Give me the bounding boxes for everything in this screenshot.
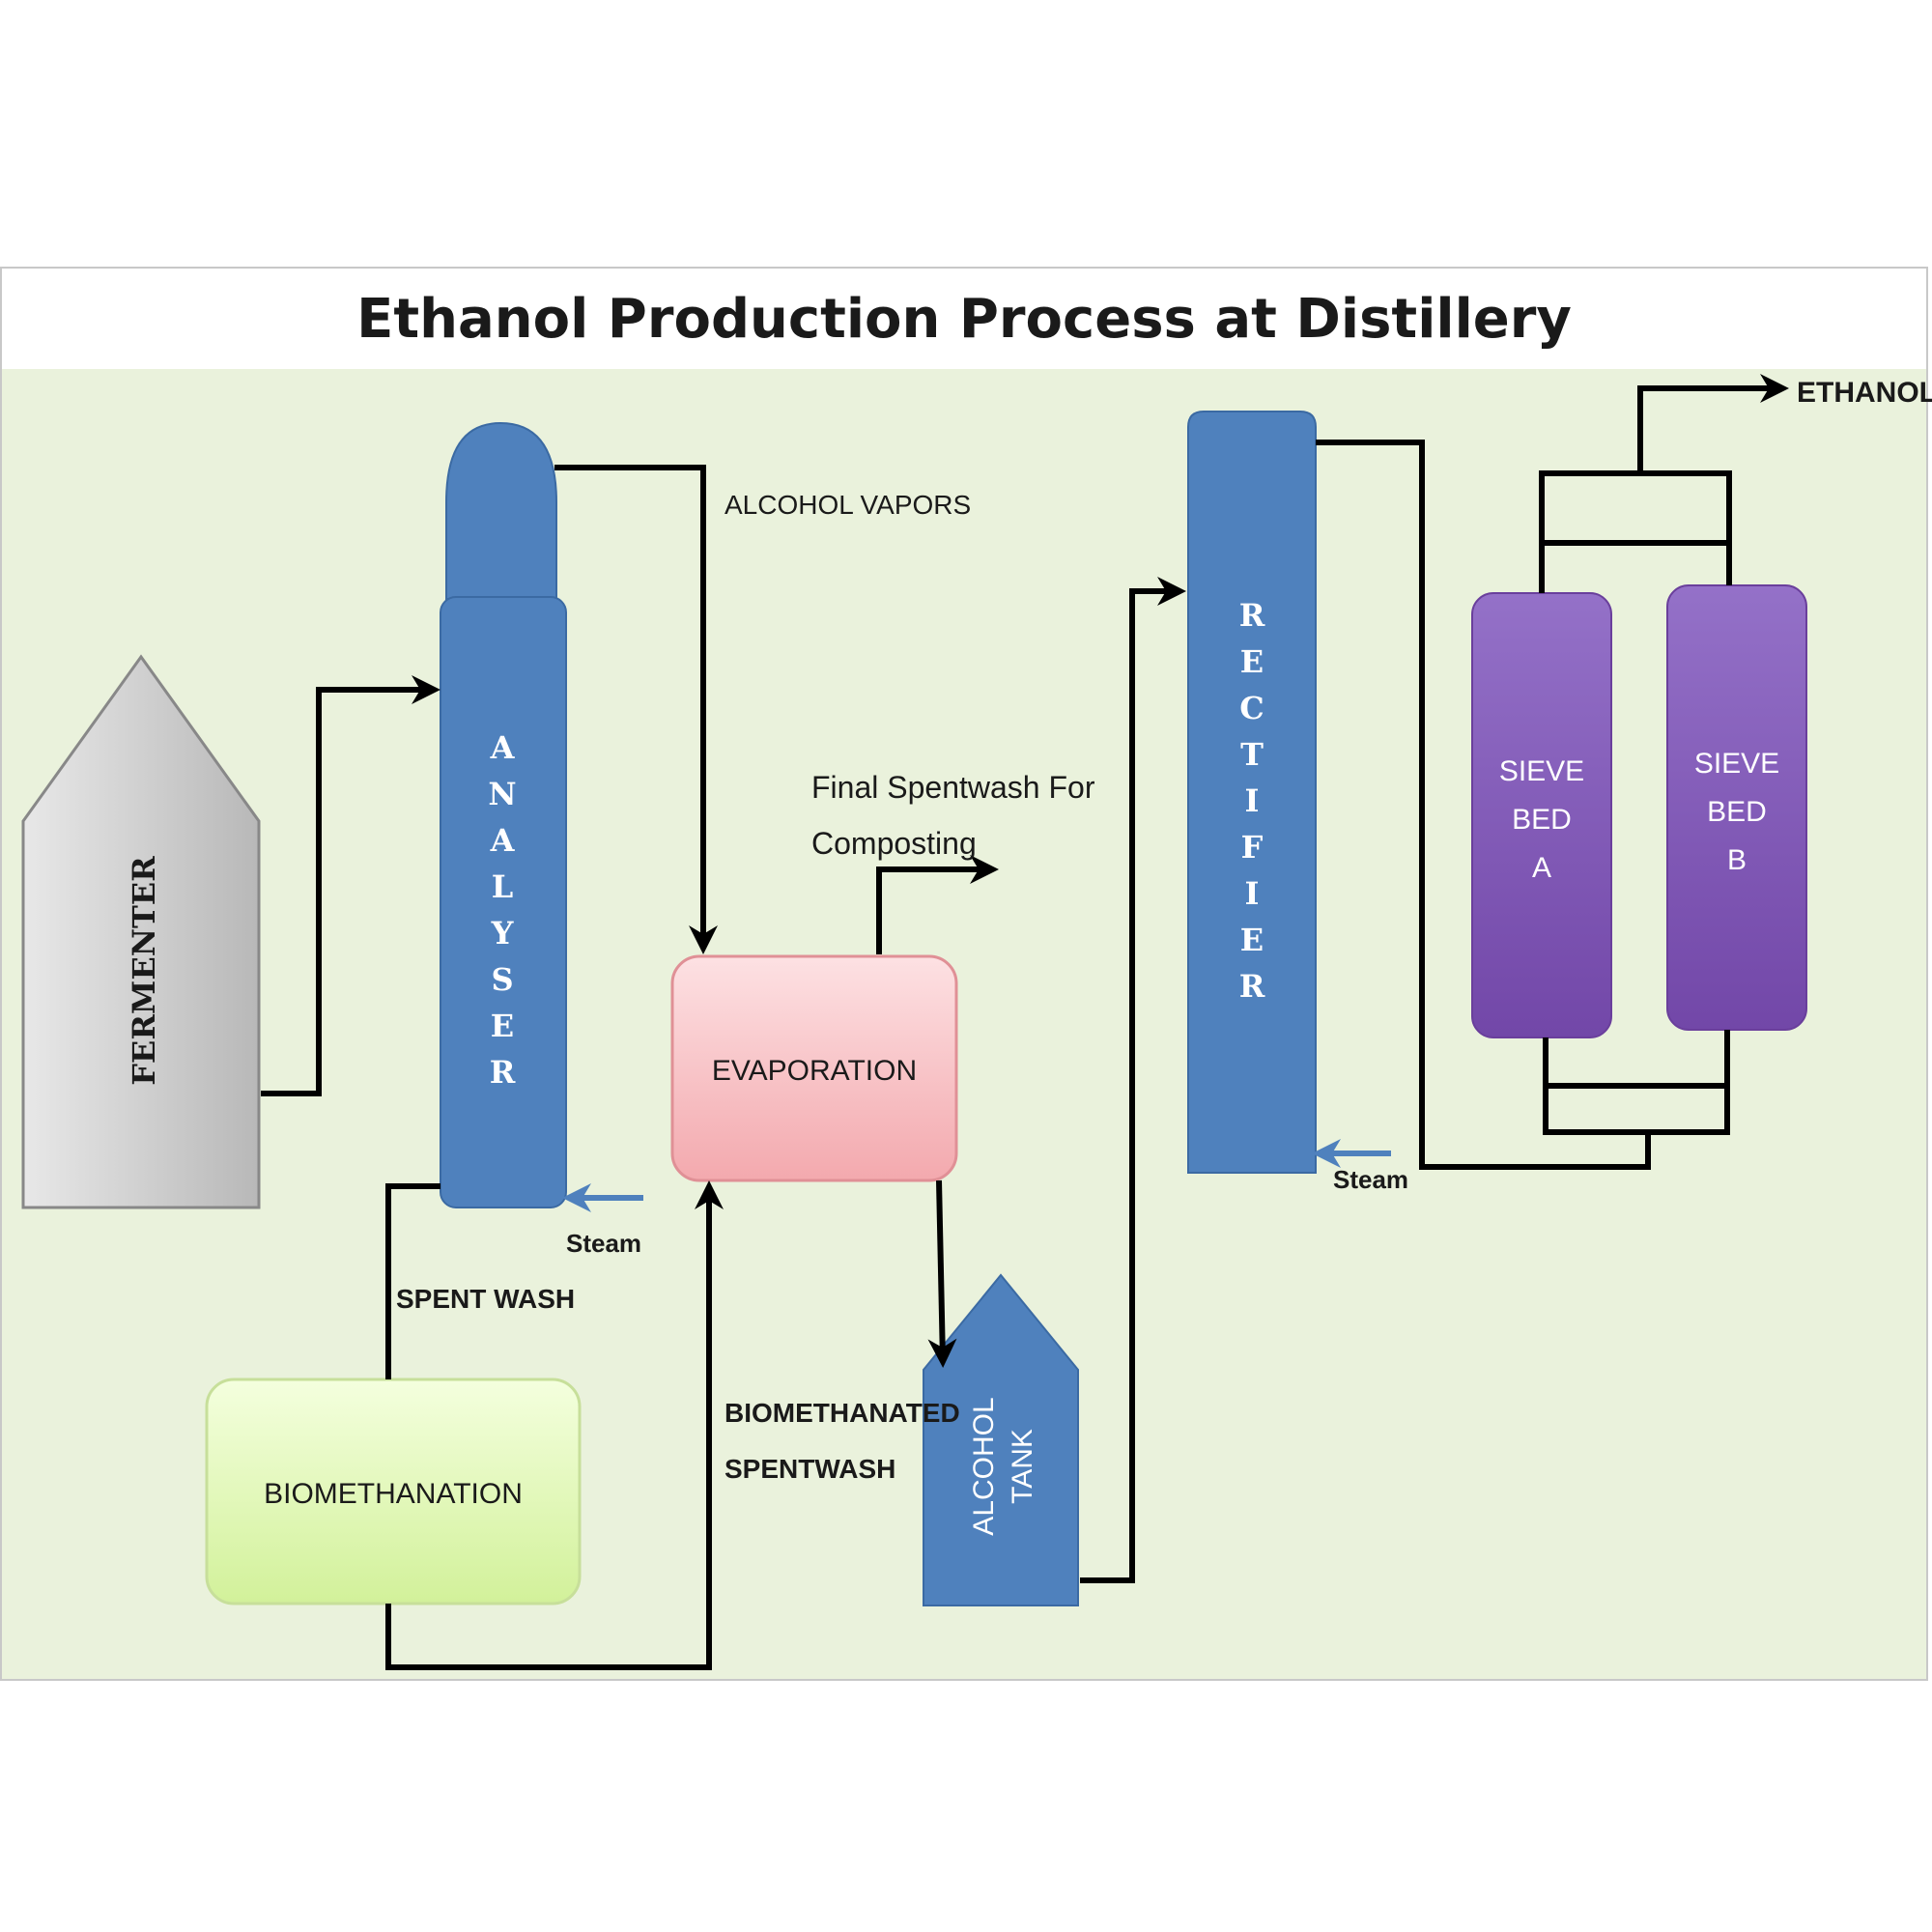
evaporation-unit: EVAPORATION (670, 954, 958, 1182)
sieve-bed-b-label: BED (1707, 796, 1767, 828)
rectifier-column: R E C T I F I E R (1187, 411, 1317, 1174)
sieve-bed-a-label: SIEVE (1499, 755, 1584, 787)
analyser-column: A N A L Y S E R (440, 421, 567, 1208)
alcohol-tank-unit: ALCOHOL TANK (923, 1273, 1079, 1606)
flow-final-spentwash (876, 855, 999, 954)
analyser-letter: L (492, 868, 514, 905)
flow-evaporation-to-tank (927, 1179, 957, 1368)
rectifier-letter: F (1241, 829, 1264, 866)
analyser-letter: N (488, 776, 516, 812)
sieve-bed-b: SIEVE BED B (1666, 584, 1807, 1031)
label-spent-wash: SPENT WASH (396, 1284, 575, 1314)
flow-biomethanated-spentwash (385, 1180, 724, 1670)
flow-rectifier-to-sieve-beds (1316, 440, 1651, 1170)
analyser-letter: A (490, 729, 516, 766)
fermenter-label: FERMENTER (126, 856, 162, 1086)
analyser-letter: A (490, 822, 516, 859)
label-alcohol-vapors: ALCOHOL VAPORS (724, 490, 971, 520)
flow-ethanol-output (1637, 374, 1789, 473)
label-biomethanated-2: SPENTWASH (724, 1454, 895, 1484)
label-final-spentwash-2: Composting (811, 826, 977, 861)
label-steam-rectifier: Steam (1333, 1165, 1408, 1194)
rectifier-letter: I (1245, 875, 1260, 912)
sieve-bed-a-label: BED (1512, 804, 1572, 836)
analyser-letter: E (491, 1008, 514, 1044)
biomethanation-unit: BIOMETHANATION (205, 1378, 582, 1605)
rectifier-letter: E (1240, 643, 1264, 680)
evaporation-label: EVAPORATION (712, 1055, 917, 1087)
analyser-letter: R (490, 1054, 516, 1091)
rectifier-letter: I (1245, 782, 1260, 819)
page-title: Ethanol Production Process at Distillery (356, 287, 1572, 351)
rectifier-letter: C (1239, 690, 1264, 726)
flow-tank-to-rectifier (1080, 577, 1186, 1583)
biomethanation-label: BIOMETHANATION (264, 1478, 523, 1510)
label-steam-analyser: Steam (566, 1229, 641, 1258)
alcohol-tank-label-line2: TANK (1007, 1429, 1038, 1504)
label-final-spentwash-1: Final Spentwash For (811, 770, 1095, 805)
analyser-letter: Y (491, 915, 515, 952)
flow-alcohol-vapors (554, 465, 718, 954)
sieve-bed-b-label: SIEVE (1694, 748, 1779, 780)
rectifier-letter: R (1239, 597, 1265, 634)
rectifier-letter: R (1239, 968, 1265, 1005)
title-bar: Ethanol Production Process at Distillery (2, 269, 1926, 371)
flow-spent-wash (385, 1183, 440, 1379)
alcohol-tank-label-line1: ALCOHOL (968, 1397, 1000, 1535)
sieve-top-manifold (1539, 470, 1732, 593)
flow-fermenter-to-analyser (261, 675, 440, 1096)
sieve-bed-b-label: B (1727, 844, 1747, 876)
sieve-bed-a: SIEVE BED A (1471, 592, 1612, 1038)
analyser-label: A N A L Y S E R (488, 729, 516, 1091)
fermenter-unit: FERMENTER (21, 654, 261, 1209)
label-ethanol: ETHANOL (1797, 377, 1932, 409)
rectifier-letter: T (1240, 736, 1264, 773)
rectifier-letter: E (1240, 922, 1264, 958)
sieve-bed-a-label: A (1532, 852, 1551, 884)
analyser-letter: S (491, 961, 513, 998)
rectifier-label: R E C T I F I E R (1239, 597, 1265, 1005)
label-biomethanated-1: BIOMETHANATED (724, 1398, 960, 1428)
